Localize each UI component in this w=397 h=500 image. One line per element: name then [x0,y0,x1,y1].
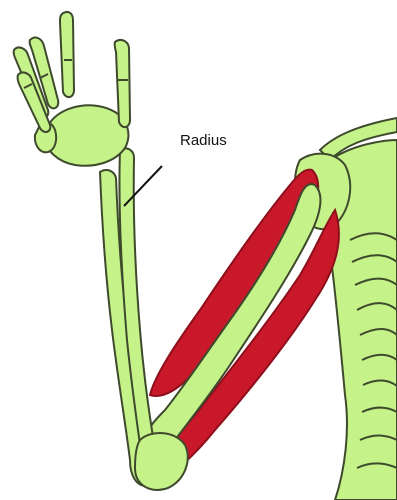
forearm [100,148,188,489]
finger-index [60,12,74,97]
wrist-carpals [45,105,128,165]
radius-label: Radius [180,132,227,149]
elbow-joint [135,433,188,490]
biceps-muscle [150,170,318,396]
hand [14,12,130,166]
